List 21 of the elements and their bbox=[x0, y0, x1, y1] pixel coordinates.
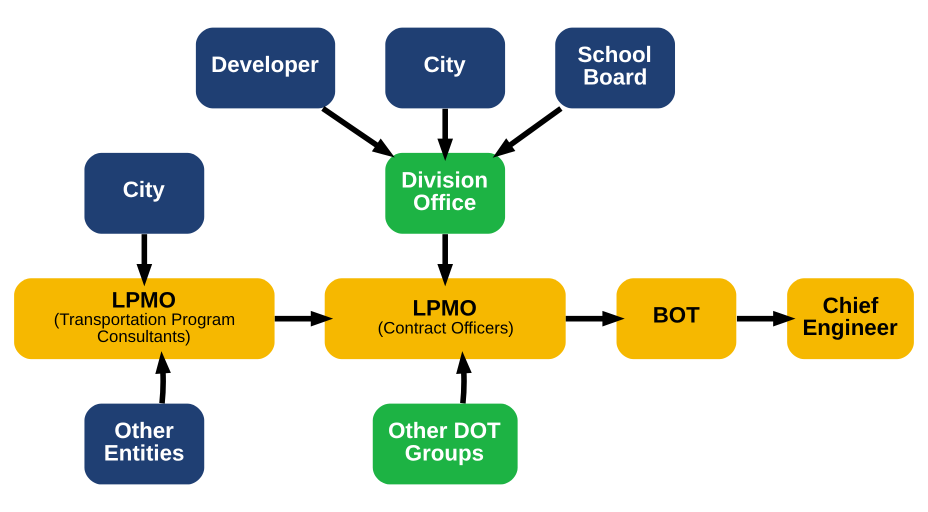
node-box: LPMO (Contract Officers) bbox=[324, 278, 566, 360]
node-box: Other Entities bbox=[84, 404, 204, 484]
arrow bbox=[136, 234, 152, 286]
arrow bbox=[155, 351, 171, 404]
node-box: School Board bbox=[555, 28, 676, 108]
node-box: City bbox=[84, 152, 204, 234]
node-box: City bbox=[385, 28, 506, 108]
node-box: Chief Engineer bbox=[787, 278, 914, 360]
arrow bbox=[321, 106, 395, 158]
arrow bbox=[566, 310, 625, 326]
arrow bbox=[437, 108, 454, 161]
node-box: Other DOT Groups bbox=[372, 404, 518, 484]
arrow bbox=[736, 310, 796, 326]
arrow bbox=[456, 351, 472, 404]
arrow bbox=[492, 106, 563, 158]
arrow bbox=[437, 234, 454, 286]
node-box: Developer bbox=[196, 28, 336, 108]
node-box: Division Office bbox=[385, 152, 506, 234]
node-box: LPMO (Transportation Program Consultants) bbox=[14, 278, 275, 360]
arrow bbox=[274, 310, 334, 326]
node-box: BOT bbox=[616, 278, 736, 360]
